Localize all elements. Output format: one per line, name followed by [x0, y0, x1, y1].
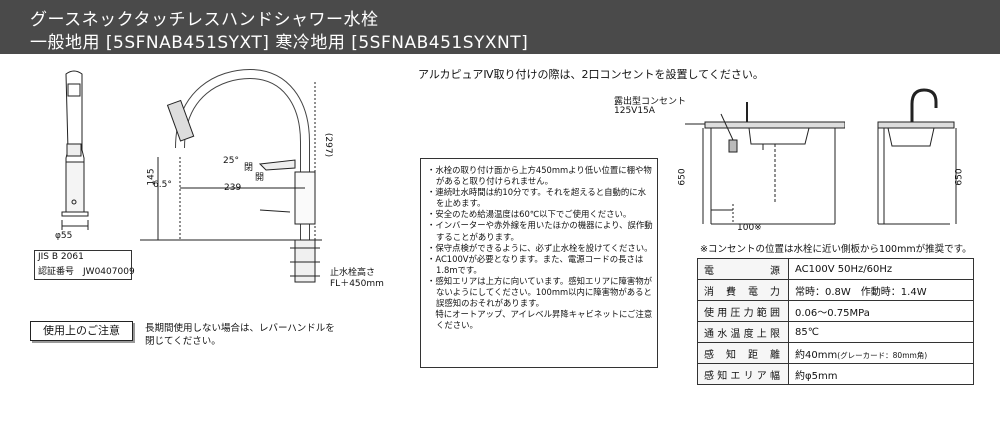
spec-key: 感知距離 [697, 342, 789, 364]
note-item: ・連続吐水時間は約10分です。それを超えると自動的に水を止めます。 [427, 187, 646, 209]
dim-297: (297) [323, 132, 334, 158]
spec-table: 電源 AC100V 50Hz/60Hz 消費電力 常時：0.8W 作動時：1.4… [697, 258, 974, 385]
dim-6-5: 6.5° [153, 180, 172, 190]
header-title-line2: 一般地用 [5SFNAB451SYXT] 寒冷地用 [5SFNAB451SYXN… [30, 33, 529, 53]
spec-row: 使用圧力範囲 0.06～0.75MPa [697, 300, 974, 322]
spec-value: 0.06～0.75MPa [788, 300, 974, 322]
spec-key: 使用圧力範囲 [697, 300, 789, 322]
spec-row: 消費電力 常時：0.8W 作動時：1.4W [697, 279, 974, 301]
dim-650-right: 650 [954, 168, 965, 186]
caution-text-1: 長期間使用しない場合は、レバーハンドルを [145, 323, 335, 334]
faucet-front-view [61, 70, 89, 230]
dim-239: 239 [224, 183, 242, 193]
spec-row: 感知エリア幅 約φ5mm [697, 363, 974, 385]
page-header: グースネックタッチレスハンドシャワー水栓 一般地用 [5SFNAB451SYXT… [0, 0, 1000, 54]
spec-key: 電源 [697, 258, 789, 280]
dim-650-left: 650 [677, 168, 688, 186]
faucet-side-view [140, 68, 322, 283]
stop-valve-height-2: FL＋450mm [330, 279, 384, 289]
caution-label: 使用上のご注意 [30, 321, 133, 341]
dim-55: φ55 [55, 231, 73, 241]
spec-value: AC100V 50Hz/60Hz [788, 258, 974, 280]
outlet-label-2: 125V15A [614, 106, 655, 116]
spec-key: 通水温度上限 [697, 321, 789, 343]
dim-100: 100※ [737, 223, 762, 233]
cert-box [34, 250, 132, 280]
spec-value: 常時：0.8W 作動時：1.4W [788, 279, 974, 301]
jis-label: JIS B 2061 [38, 252, 84, 262]
note-item: ・保守点検ができるように、必ず止水栓を設けてください。 [427, 242, 653, 253]
spec-row: 電源 AC100V 50Hz/60Hz [697, 258, 974, 280]
spec-row: 通水温度上限 85℃ [697, 321, 974, 343]
dim-25: 25° [223, 156, 239, 166]
note-item: 特にオートアップ、アイレベル昇降キャビネットにご注意ください。 [427, 309, 653, 331]
outlet-footnote: ※コンセントの位置は水栓に近い側板から100mmが推奨です。 [700, 244, 972, 255]
note-item: ・インバーターや赤外線を用いたほかの機器により、誤作動することがあります。 [427, 220, 653, 242]
caution-text-2: 閉じてください。 [145, 336, 221, 347]
stop-valve-height-1: 止水栓高さ [330, 268, 376, 278]
cabinet-side-view [877, 88, 957, 225]
label-open: 開 [255, 173, 265, 183]
cert-label: 認証番号 JW0407009 [38, 267, 135, 277]
note-item: ・水栓の取り付け面から上方450mmより低い位置に棚や物があると取り付けられませ… [427, 165, 652, 187]
outlet-label-1: 露出型コンセント [614, 97, 687, 107]
label-close: 閉 [244, 163, 254, 173]
spec-key: 感知エリア幅 [697, 363, 789, 385]
note-item: ・安全のため給湯温度は60℃以下でご使用ください。 [427, 209, 632, 220]
outlet-heading: アルカピュアⅣ取り付けの際は、2口コンセントを設置してください。 [418, 68, 764, 81]
spec-value: 85℃ [788, 321, 974, 343]
spec-key: 消費電力 [697, 279, 789, 301]
cabinet-front-view [685, 102, 845, 225]
note-item: ・感知エリアは上方に向いています。感知エリアに障害物がないようにしてください。1… [427, 275, 653, 309]
spec-value: 約φ5mm [788, 363, 974, 385]
notes-box: ・水栓の取り付け面から上方450mmより低い位置に棚や物があると取り付けられませ… [420, 158, 658, 368]
spec-row: 感知距離 約40mm(グレーカード：80mm角) [697, 342, 974, 364]
note-item: ・AC100Vが必要となります。また、電源コードの長さは1.8mです。 [427, 253, 644, 275]
spec-value: 約40mm(グレーカード：80mm角) [788, 342, 974, 364]
header-title-line1: グースネックタッチレスハンドシャワー水栓 [30, 10, 379, 30]
